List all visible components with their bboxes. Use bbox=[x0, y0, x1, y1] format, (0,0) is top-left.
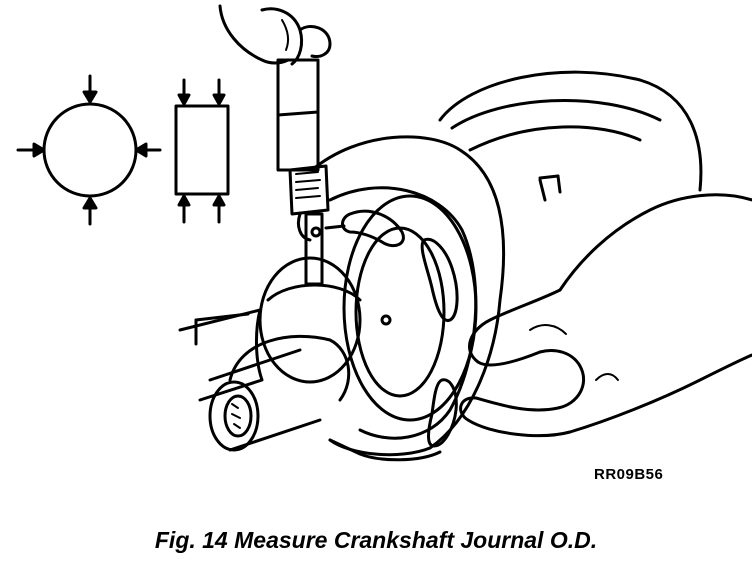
flange-slot-middle bbox=[420, 237, 459, 322]
figure-caption: Fig. 14 Measure Crankshaft Journal O.D. bbox=[154, 527, 598, 553]
journal-side-diagram bbox=[174, 78, 230, 224]
hand-top bbox=[218, 4, 332, 66]
arrow-left-icon bbox=[16, 142, 46, 158]
arrow-right-icon bbox=[134, 142, 162, 158]
reference-code: RR09B56 bbox=[594, 466, 664, 483]
micrometer-tool bbox=[276, 58, 346, 286]
flange-slot-lower bbox=[427, 378, 458, 448]
arrow-top-left-icon bbox=[177, 78, 191, 106]
flange-slot-upper bbox=[341, 209, 405, 248]
crank-counterweight bbox=[438, 70, 703, 202]
micrometer-spindle bbox=[304, 212, 324, 286]
arrow-top-icon bbox=[82, 74, 98, 104]
arrow-bottom-right-icon bbox=[212, 194, 226, 224]
arrow-bottom-icon bbox=[82, 196, 98, 226]
arrow-top-right-icon bbox=[212, 78, 226, 106]
flange-bolt-hole bbox=[380, 314, 392, 326]
crankshaft-journal bbox=[178, 256, 362, 452]
crankshaft-measurement-illustration bbox=[16, 4, 752, 462]
hand-right bbox=[459, 193, 752, 438]
crankshaft-flange bbox=[310, 135, 506, 457]
journal-circle-diagram bbox=[16, 74, 162, 226]
arrow-bottom-left-icon bbox=[177, 194, 191, 224]
engine-block-edge bbox=[194, 312, 442, 462]
snout-end bbox=[208, 380, 260, 452]
